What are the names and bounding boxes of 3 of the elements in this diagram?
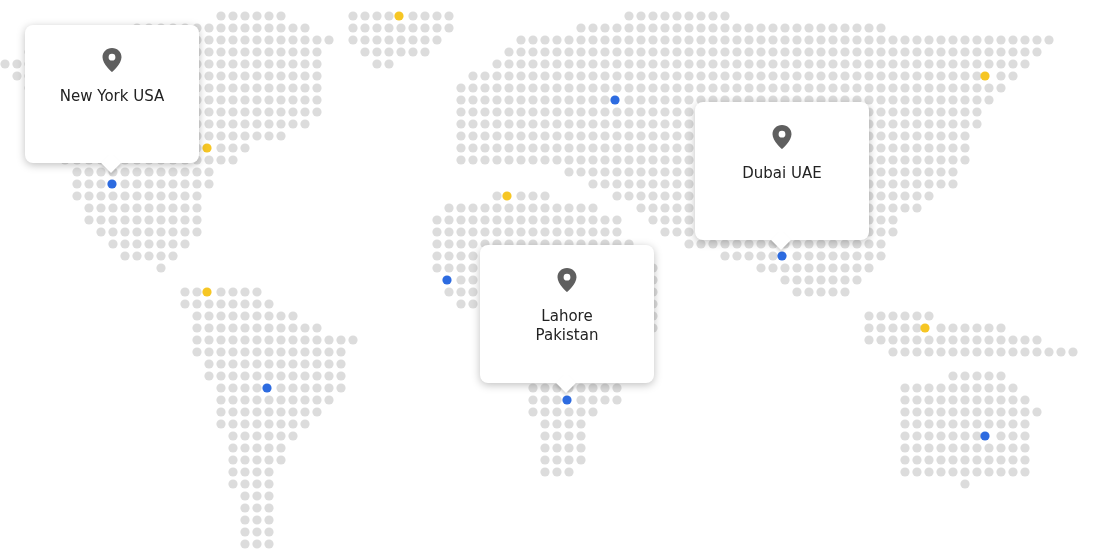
location-label: New York USA <box>58 87 166 106</box>
location-label: Lahore Pakistan <box>534 307 600 345</box>
location-label: Dubai UAE <box>741 164 823 183</box>
